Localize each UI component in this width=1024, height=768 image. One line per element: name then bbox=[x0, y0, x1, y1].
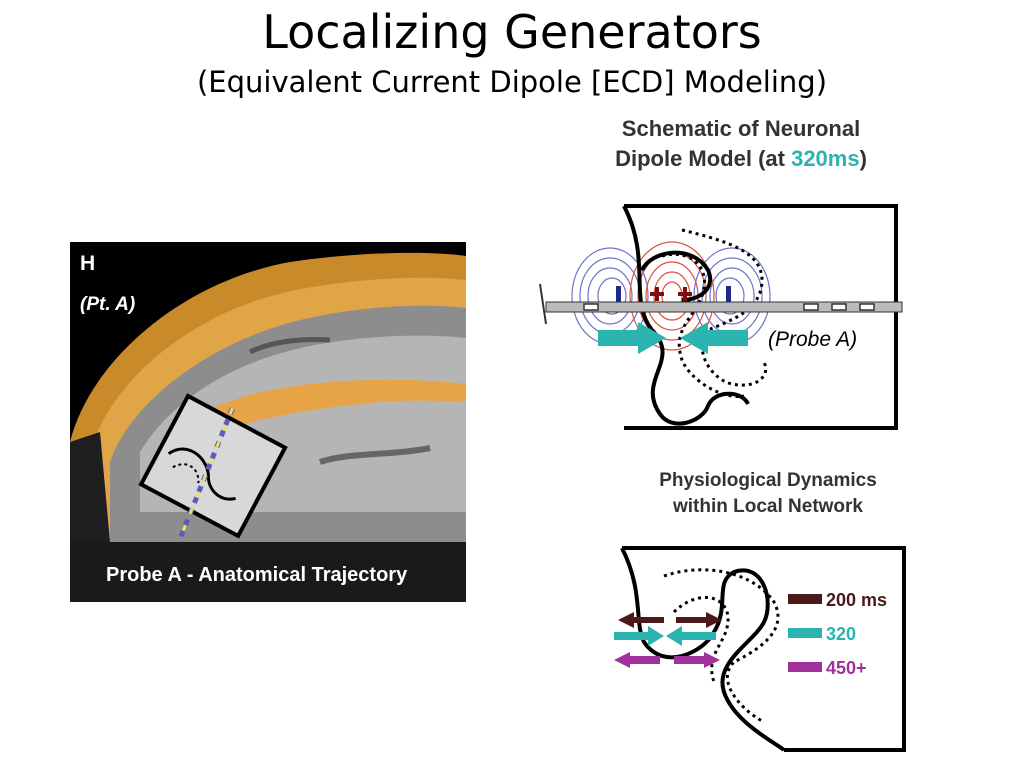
page-title: Localizing Generators bbox=[262, 5, 762, 59]
legend-swatch-450 bbox=[788, 662, 822, 672]
mri-image: H (Pt. A) Probe A - Anatomical Trajector… bbox=[70, 242, 466, 602]
probe-label: (Probe A) bbox=[768, 328, 857, 351]
physio-title-line1: Physiological Dynamics bbox=[659, 470, 877, 491]
physio-diagram: 200 ms 320 450+ bbox=[614, 546, 906, 752]
legend-label-450: 450+ bbox=[826, 658, 867, 678]
dipole-schematic: (Probe A) bbox=[539, 204, 903, 430]
mri-illustration bbox=[70, 252, 466, 602]
mri-plane-label: H bbox=[80, 252, 96, 275]
mri-caption: Probe A - Anatomical Trajectory bbox=[106, 564, 408, 586]
mri-patient-label: (Pt. A) bbox=[80, 294, 136, 315]
schematic-title-prefix: Dipole Model (at bbox=[615, 146, 792, 171]
legend-swatch-320 bbox=[788, 628, 822, 638]
page-subtitle: (Equivalent Current Dipole [ECD] Modelin… bbox=[196, 65, 828, 99]
legend-label-320: 320 bbox=[826, 624, 856, 644]
schematic-title-suffix: ) bbox=[859, 146, 867, 171]
schematic-title-time: 320ms bbox=[791, 146, 860, 171]
legend-label-200: 200 ms bbox=[826, 590, 887, 610]
physio-title-line2: within Local Network bbox=[672, 496, 864, 517]
legend-swatch-200 bbox=[788, 594, 822, 604]
schematic-title-line1: Schematic of Neuronal bbox=[621, 116, 861, 141]
physio-title: Physiological Dynamics within Local Netw… bbox=[628, 468, 908, 520]
schematic-title-line2: Dipole Model (at 320ms) bbox=[586, 144, 896, 174]
schematic-title: Schematic of Neuronal Dipole Model (at 3… bbox=[586, 114, 896, 174]
